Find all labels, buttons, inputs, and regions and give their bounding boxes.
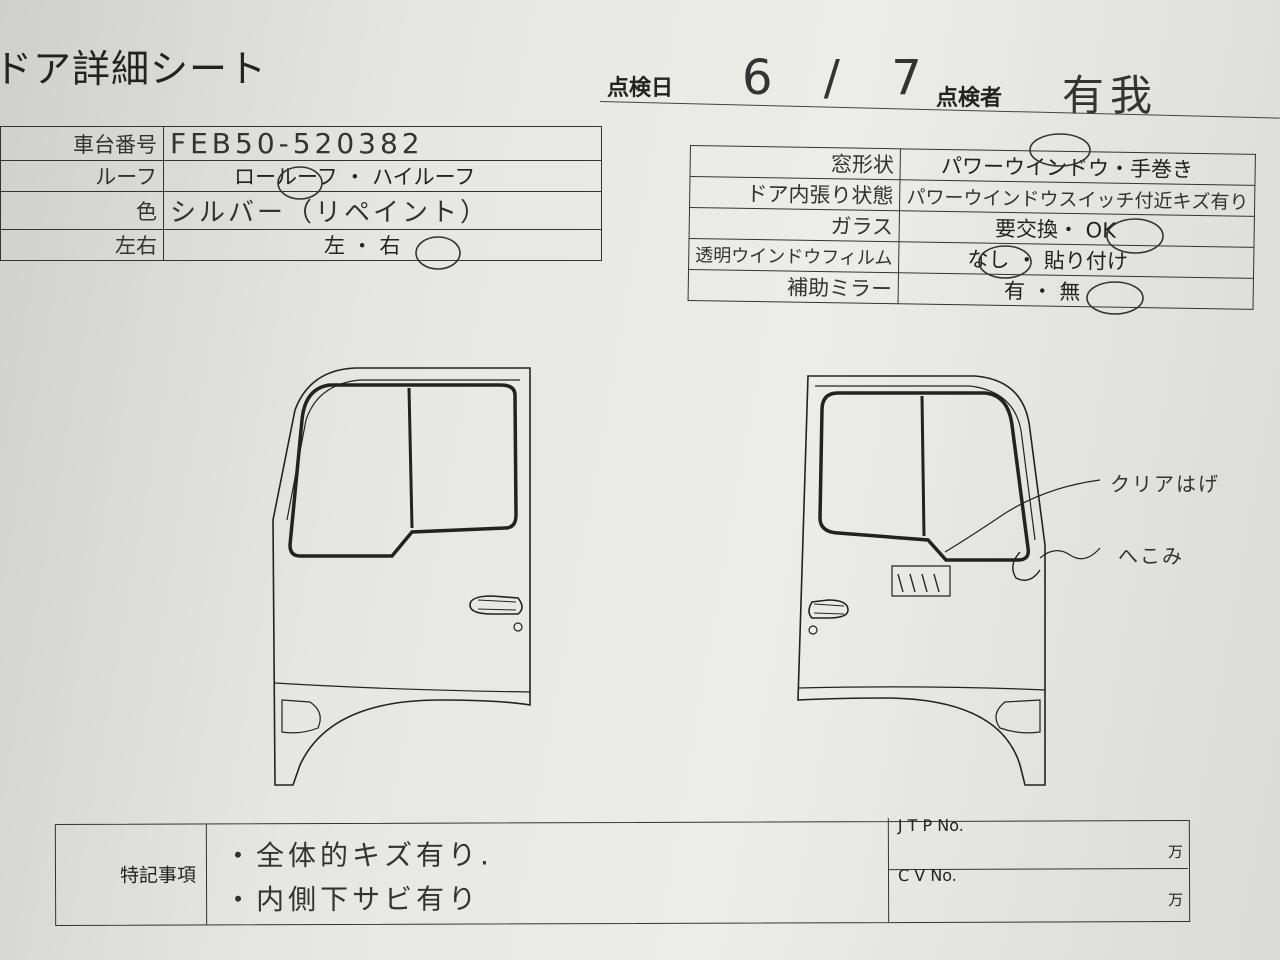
table-row: 色 シルバー（リペイント） <box>0 191 602 230</box>
side-value: 左 ・ 右 <box>163 229 602 261</box>
notes-line-1: ・全体的キズ有り. <box>223 838 493 873</box>
jtp-unit: 万 <box>1167 843 1183 862</box>
notes-box: 特記事項 ・全体的キズ有り. ・内側下サビ有り J T P No. 万 C V … <box>54 816 1191 926</box>
inspection-date-value: 6 / 7 <box>742 50 940 106</box>
side-label: 左右 <box>0 229 164 261</box>
film-circle <box>978 245 1032 279</box>
page-title: ドア詳細シート <box>0 47 268 91</box>
table-row: 左右 左 ・ 右 <box>0 229 602 261</box>
notes-line-2: ・内側下サビ有り <box>224 882 481 917</box>
cv-unit: 万 <box>1168 891 1184 910</box>
inspector-label: 点検者 <box>936 86 1003 111</box>
cv-label: C V No. <box>897 865 957 886</box>
roof-circle <box>277 166 323 200</box>
window-type-circle <box>1029 133 1091 167</box>
chassis-number-label: 車台番号 <box>0 126 164 161</box>
inspection-date-label: 点検日 <box>607 76 674 101</box>
mirror-circle <box>1086 281 1144 315</box>
color-value: シルバー（リペイント） <box>163 191 602 230</box>
vehicle-info-table: 車台番号 FEB50-520382 ルーフ ロールーフ ・ ハイルーフ 色 シル… <box>0 126 602 261</box>
dent-annotation: へこみ <box>1118 544 1184 568</box>
inspector-value: 有我 <box>1062 71 1159 120</box>
chassis-number-value: FEB50-520382 <box>163 126 602 161</box>
right-door-diagram <box>798 376 1100 785</box>
notes-label: 特記事項 <box>119 864 197 887</box>
table-row: 車台番号 FEB50-520382 <box>0 126 602 161</box>
clear-peel-annotation: クリアはげ <box>1110 472 1220 496</box>
glass-circle <box>1106 218 1164 254</box>
left-door-diagram <box>273 368 530 785</box>
notes-divider <box>205 824 208 925</box>
side-circle <box>415 236 461 270</box>
jtp-label: J T P No. <box>897 815 964 836</box>
